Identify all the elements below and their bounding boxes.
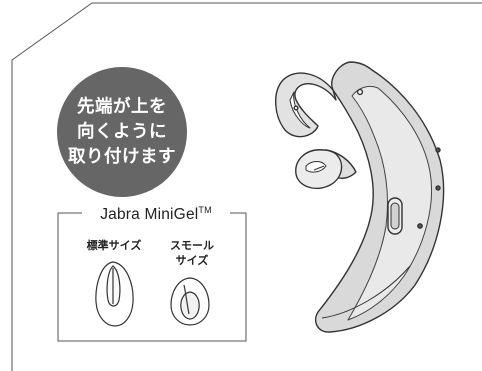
eargel-standard-icon: [95, 261, 134, 327]
trademark-mark: TM: [198, 205, 212, 215]
standard-size-label: 標準サイズ: [82, 238, 146, 253]
legend-title: Jabra MiniGelTM: [82, 205, 230, 225]
badge-line-1: 先端が上を: [77, 96, 167, 117]
legend-title-text: Jabra MiniGel: [100, 206, 199, 224]
mounting-instruction-badge: 先端が上を 向くように 取り付けます: [57, 67, 187, 197]
eargel-small-icon: [170, 277, 210, 326]
small-size-text-line1: スモール: [170, 239, 214, 252]
badge-line-3: 取り付けます: [68, 146, 176, 167]
badge-line-2: 向くように: [77, 121, 167, 142]
small-size-text-line2: サイズ: [175, 254, 209, 267]
legend-box: [57, 212, 247, 342]
small-size-label: スモール サイズ: [162, 238, 222, 268]
standard-size-text: 標準サイズ: [86, 239, 142, 252]
headset-illustration: [275, 61, 445, 333]
page-frame: [11, 2, 482, 371]
